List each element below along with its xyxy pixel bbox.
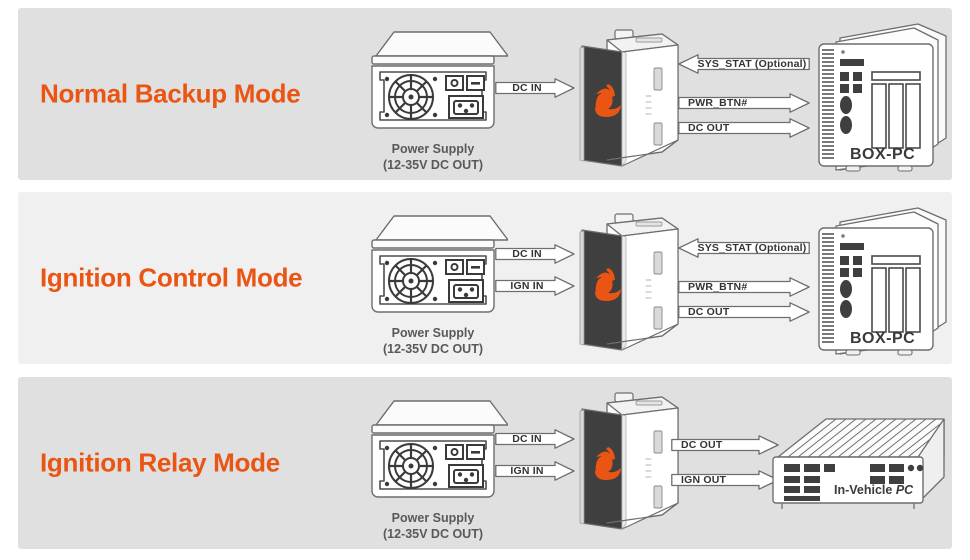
box-pc-device-row2: BOX-PC — [810, 204, 950, 361]
ups-logo-icon — [595, 268, 621, 301]
mode-row-normal-backup: Normal Backup Mode — [18, 8, 952, 180]
box-pc-label: BOX-PC — [850, 330, 916, 347]
ups-logo-icon — [595, 84, 621, 117]
iec-socket-icon — [448, 464, 484, 488]
fan-grille-icon — [387, 442, 435, 490]
ups-module-row1 — [574, 28, 684, 183]
arrow-label: DC OUT — [688, 306, 730, 318]
box-pc-device-row1: BOX-PC — [810, 20, 950, 177]
psu-switches-icon — [445, 444, 485, 460]
arrow-label: DC OUT — [688, 122, 730, 134]
arrow-label: DC OUT — [681, 439, 723, 451]
power-supply-icon — [371, 215, 509, 313]
mode-row-ignition-relay: Ignition Relay Mode — [18, 377, 952, 549]
psu-caption-line2: (12-35V DC OUT) — [382, 341, 484, 356]
arrow-dc-in-row3: DC IN — [495, 429, 575, 449]
iec-socket-icon — [448, 279, 484, 303]
psu-caption-line2: (12-35V DC OUT) — [382, 157, 484, 172]
iec-socket-icon — [448, 95, 484, 119]
arrow-sys-stat-row2: SYS_STAT (Optional) — [678, 238, 810, 258]
ups-logo-icon — [595, 447, 621, 480]
power-supply-caption-row1: Power Supply (12-35V DC OUT) — [358, 142, 508, 173]
arrow-ign-out-row3: IGN OUT — [671, 470, 779, 490]
arrow-label: PWR_BTN# — [688, 281, 748, 293]
psu-caption-line2: (12-35V DC OUT) — [382, 526, 484, 541]
psu-switches-icon — [445, 259, 485, 275]
power-supply-group-row1: Power Supply (12-35V DC OUT) — [358, 22, 509, 173]
power-supply-caption-row3: Power Supply (12-35V DC OUT) — [358, 511, 508, 542]
arrow-dc-in-row1: DC IN — [495, 78, 575, 98]
arrow-dc-out-row2: DC OUT — [678, 302, 810, 322]
in-vehicle-pc-label: In-Vehicle PC — [834, 483, 913, 497]
arrow-ign-in-row3: IGN IN — [495, 461, 575, 481]
power-supply-group-row3: Power Supply (12-35V DC OUT) — [358, 391, 509, 542]
power-supply-icon — [371, 400, 509, 498]
mode-title-ignition-relay: Ignition Relay Mode — [40, 447, 280, 478]
mode-title-ignition-control: Ignition Control Mode — [40, 262, 303, 293]
arrow-pwr-btn-row1: PWR_BTN# — [678, 93, 810, 113]
arrow-ign-in-row2: IGN IN — [495, 276, 575, 296]
psu-switches-icon — [445, 75, 485, 91]
in-vehicle-pc-device-row3: In-Vehicle PC — [766, 405, 952, 520]
arrow-dc-out-row3: DC OUT — [671, 435, 779, 455]
arrow-label: DC IN — [512, 82, 542, 94]
arrow-label: DC IN — [512, 248, 542, 260]
ups-module-row2 — [574, 212, 684, 367]
mode-row-ignition-control: Ignition Control Mode — [18, 192, 952, 364]
psu-caption-line1: Power Supply — [391, 511, 475, 525]
arrow-label: SYS_STAT (Optional) — [697, 58, 807, 70]
mode-title-normal-backup: Normal Backup Mode — [40, 78, 301, 109]
arrow-label: DC IN — [512, 433, 542, 445]
arrow-label: PWR_BTN# — [688, 97, 748, 109]
psu-caption-line1: Power Supply — [391, 326, 475, 340]
power-supply-icon — [371, 31, 509, 129]
power-supply-group-row2: Power Supply (12-35V DC OUT) — [358, 206, 509, 357]
arrow-label: SYS_STAT (Optional) — [697, 242, 807, 254]
fan-grille-icon — [387, 73, 435, 121]
vent-fins-icon — [822, 49, 834, 159]
arrow-label: IGN IN — [510, 280, 544, 292]
arrow-dc-out-row1: DC OUT — [678, 118, 810, 138]
power-supply-caption-row2: Power Supply (12-35V DC OUT) — [358, 326, 508, 357]
vent-fins-icon — [822, 233, 834, 343]
psu-caption-line1: Power Supply — [391, 142, 475, 156]
arrow-sys-stat-row1: SYS_STAT (Optional) — [678, 54, 810, 74]
arrow-label: IGN IN — [510, 465, 544, 477]
arrow-dc-in-row2: DC IN — [495, 244, 575, 264]
fan-grille-icon — [387, 257, 435, 305]
arrow-pwr-btn-row2: PWR_BTN# — [678, 277, 810, 297]
arrow-label: IGN OUT — [681, 474, 727, 486]
box-pc-label: BOX-PC — [850, 146, 916, 163]
in-vehicle-pc-label-main: In-Vehicle — [834, 483, 893, 497]
ups-module-row3 — [574, 391, 684, 546]
in-vehicle-pc-label-italic: PC — [895, 483, 914, 497]
